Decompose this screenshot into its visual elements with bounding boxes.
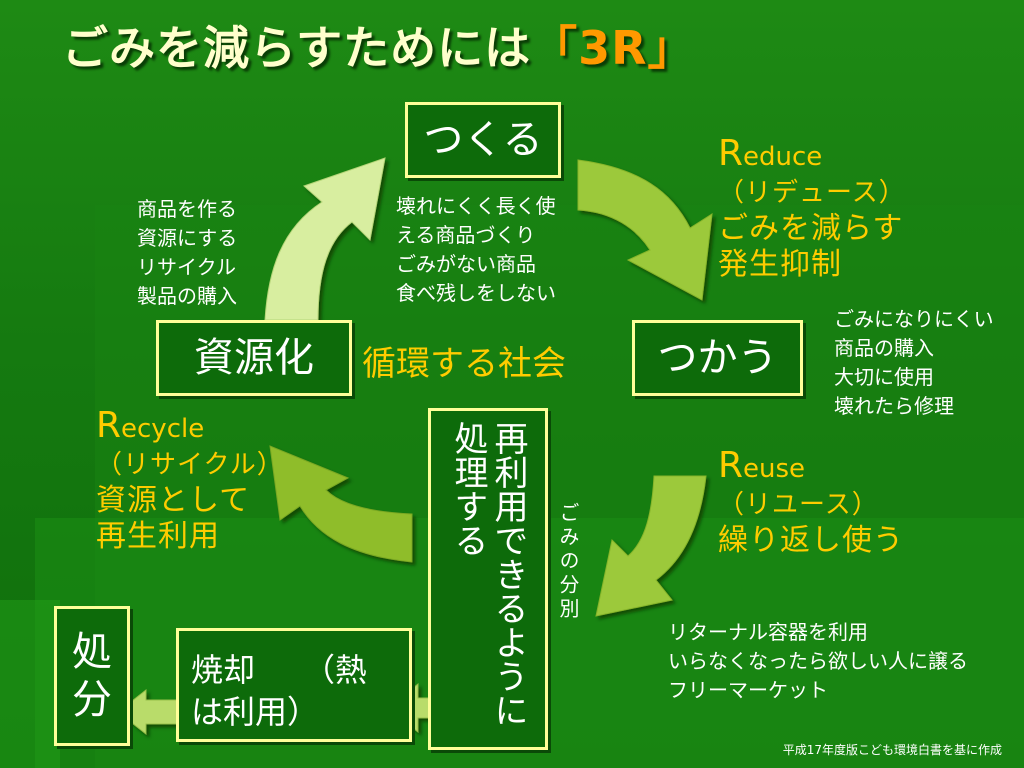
list-item: いらなくなったら欲しい人に譲る: [668, 649, 968, 673]
r-reduce-reading: （リデュース）: [718, 178, 906, 208]
list-item: 商品の購入: [834, 336, 934, 360]
list-item: 大切に使用: [834, 365, 934, 389]
page-title: ごみを減らすためには「3R」: [62, 12, 695, 78]
curved-arrow-icon: [264, 157, 386, 321]
list-item: フリーマーケット: [668, 678, 828, 702]
r-recycle-heading: Recycle: [96, 405, 205, 446]
sorting-note: ごみの分別: [556, 502, 580, 622]
r-reduce-line1: ごみを減らす: [718, 211, 904, 246]
recycle-actions-note: 商品を作る 資源にする リサイクル 製品の購入: [137, 195, 237, 311]
r-reduce-line2: 発生抑制: [718, 247, 842, 282]
center-label: 循環する社会: [362, 344, 566, 384]
r-recycle-reading: （リサイクル）: [96, 450, 284, 480]
list-item: 食べ残しをしない: [396, 281, 556, 305]
r-reuse: Reuse （リユース） 繰り返し使う: [718, 448, 904, 559]
node-use-label: つかう: [657, 335, 778, 381]
list-item: 製品の購入: [137, 284, 237, 308]
node-reprocess: 再利用できるように処理する: [428, 408, 548, 750]
title-highlight: 「3R」: [531, 21, 695, 75]
reuse-actions-note: リターナル容器を利用 いらなくなったら欲しい人に譲る フリーマーケット: [668, 618, 968, 705]
node-incineration-line2: は利用）: [191, 693, 320, 731]
node-reprocess-label: 再利用できるように処理する: [448, 421, 528, 727]
node-disposal-label: 処分: [72, 629, 112, 723]
node-resource: 資源化: [156, 320, 352, 396]
source-caption: 平成17年度版こども環境白書を基に作成: [782, 743, 1002, 757]
r-reuse-heading: Reuse: [718, 445, 806, 486]
node-make-label: つくる: [423, 117, 543, 163]
node-incineration-line1: 焼却 （熱: [191, 651, 368, 689]
node-incineration: 焼却 （熱 は利用）: [176, 628, 412, 742]
r-recycle: Recycle （リサイクル） 資源として 再生利用: [96, 408, 284, 555]
curved-arrow-icon: [595, 475, 707, 617]
r-recycle-line1: 資源として: [96, 483, 251, 518]
curved-arrow-icon: [269, 445, 413, 563]
list-item: 壊れたら修理: [834, 394, 954, 418]
title-main: ごみを減らすためには: [62, 21, 532, 75]
curved-arrow-icon: [577, 159, 713, 301]
node-use: つかう: [632, 320, 803, 396]
list-item: ごみになりにくい: [834, 307, 994, 331]
r-reuse-reading: （リユース）: [718, 490, 879, 520]
node-resource-label: 資源化: [194, 335, 314, 381]
list-item: 壊れにくく長く使: [396, 194, 556, 218]
use-actions-note: ごみになりにくい 商品の購入 大切に使用 壊れたら修理: [834, 305, 994, 421]
list-item: 商品を作る: [137, 197, 237, 221]
list-item: ごみがない商品: [396, 252, 536, 276]
list-item: リターナル容器を利用: [668, 620, 868, 644]
node-make: つくる: [405, 102, 561, 178]
r-recycle-line2: 再生利用: [96, 519, 220, 554]
list-item: リサイクル: [137, 255, 236, 279]
r-reduce-heading: Reduce: [718, 133, 823, 174]
make-actions-note: 壊れにくく長く使 える商品づくり ごみがない商品 食べ残しをしない: [396, 192, 556, 308]
background-band-left: [0, 600, 60, 768]
r-reduce: Reduce （リデュース） ごみを減らす 発生抑制: [718, 136, 906, 283]
list-item: 資源にする: [137, 226, 238, 250]
r-reuse-line1: 繰り返し使う: [718, 523, 904, 558]
node-disposal: 処分: [54, 606, 130, 746]
list-item: える商品づくり: [396, 223, 536, 247]
